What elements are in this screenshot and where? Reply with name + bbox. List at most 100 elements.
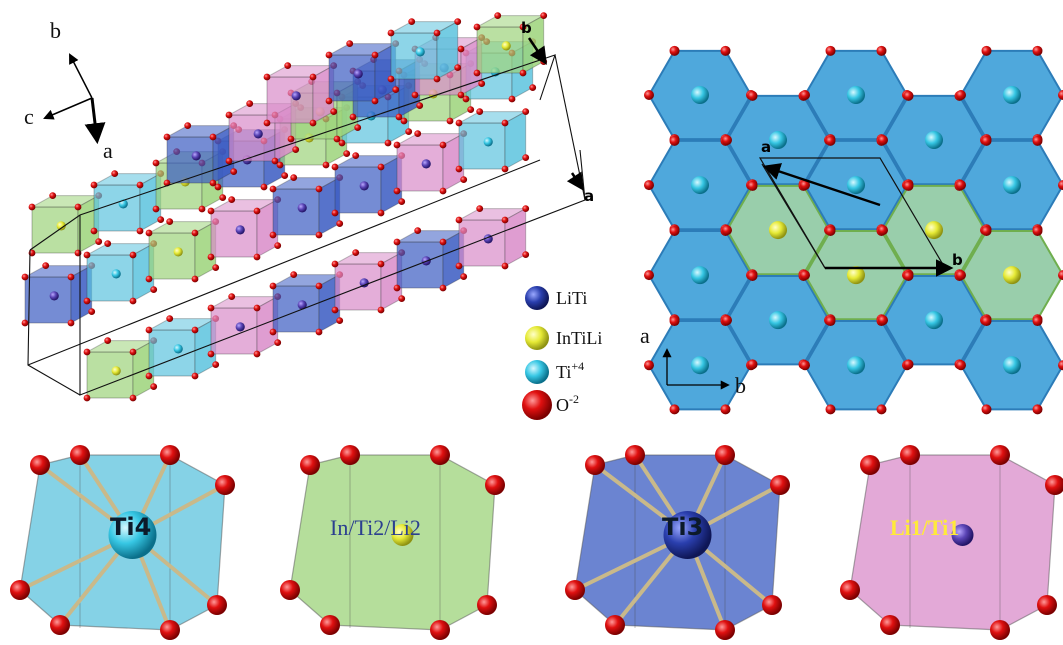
polyhedron-front-face <box>396 241 444 289</box>
oxygen-atom <box>315 328 323 336</box>
oxygen-cluster <box>669 225 680 236</box>
oxygen-atom <box>625 445 645 465</box>
oxygen-cluster <box>1058 360 1063 371</box>
oxygen-atom <box>377 209 385 217</box>
oxygen-cluster <box>876 404 887 415</box>
cyan-polyhedron <box>90 170 165 235</box>
hex-cell-b-label: b <box>952 251 963 269</box>
oxygen-atom <box>145 229 153 237</box>
central-atom <box>108 511 157 559</box>
oxygen-atom <box>605 615 625 635</box>
oxygen-atom <box>281 172 289 180</box>
oxygen-atom <box>371 51 379 59</box>
hexagon-center-atom <box>691 176 709 195</box>
oxygen-cluster <box>956 360 966 371</box>
oxygen-atom <box>393 284 401 292</box>
oxygen-atom <box>160 620 180 640</box>
oxygen-atom <box>284 62 292 70</box>
oxygen-atom <box>309 73 317 81</box>
oxygen-cluster <box>644 90 654 100</box>
blue-polyhedron <box>325 40 400 105</box>
oxygen-cluster <box>981 135 992 146</box>
oxygen-atom <box>457 45 465 53</box>
oxygen-atom <box>83 251 91 259</box>
blue-polyhedron <box>269 271 344 336</box>
oxygen-atom <box>565 580 585 600</box>
hex-axis-b-label: b <box>735 373 746 398</box>
oxygen-atom <box>325 97 333 105</box>
hexagon-center-atom <box>847 356 865 375</box>
oxygen-atom <box>322 161 330 169</box>
oxygen-atom <box>228 293 236 301</box>
polyhedron-center-atom <box>297 203 307 213</box>
oxygen-atom <box>416 102 424 110</box>
oxygen-atom <box>269 231 277 239</box>
legend-swatch <box>522 390 552 420</box>
oxygen-atom <box>455 165 463 173</box>
oxygen-atom <box>315 185 323 193</box>
polyhedron-label: In/Ti2/Li2 <box>330 515 421 540</box>
hexagon-center-atom <box>1003 356 1021 375</box>
hexagon-center-atom <box>1003 266 1021 285</box>
oxygen-atom <box>207 304 215 312</box>
oxygen-atom <box>212 361 220 369</box>
oxygen-atom <box>522 154 530 162</box>
oxygen-atom <box>762 595 782 615</box>
oxygen-atom <box>336 317 344 325</box>
oxygen-atom <box>393 141 401 149</box>
oxygen-cluster <box>747 180 758 191</box>
green-polyhedron <box>28 192 103 257</box>
oxygen-atom <box>585 455 605 475</box>
oxygen-cluster <box>800 360 810 371</box>
oxygen-atom <box>67 319 75 327</box>
polyhedron-center-atom <box>111 366 121 376</box>
oxygen-atom <box>384 139 392 147</box>
oxygen-cluster <box>878 135 888 146</box>
oxygen-cluster <box>1032 45 1043 56</box>
hexagon-center-atom <box>925 131 943 150</box>
oxygen-atom <box>439 238 447 246</box>
oxygen-atom <box>392 86 400 94</box>
cell-b-label: b <box>521 19 532 37</box>
oxygen-atom <box>387 75 395 83</box>
oxygen-cluster <box>747 359 758 370</box>
oxygen-atom <box>129 297 137 305</box>
oxygen-atom <box>501 216 509 224</box>
polyhedron-front-face <box>210 307 258 355</box>
oxygen-atom <box>508 95 516 103</box>
oxygen-atom <box>840 580 860 600</box>
oxygen-atom <box>433 75 441 83</box>
oxygen-atom <box>455 119 463 127</box>
oxygen-atom <box>160 445 180 465</box>
oxygen-cluster <box>644 360 654 371</box>
oxygen-atom <box>42 262 50 270</box>
oxygen-atom <box>214 183 222 191</box>
polyhedron-label: Li1/Ti1 <box>890 515 959 540</box>
polyhedron-center-atom <box>297 300 307 310</box>
oxygen-atom <box>95 238 103 246</box>
left-axes: b c a <box>24 18 113 163</box>
oxygen-atom <box>292 146 300 154</box>
legend-item: Ti+4 <box>525 359 584 384</box>
oxygen-atom <box>343 150 351 158</box>
oxygen-atom <box>331 260 339 268</box>
oxygen-atom <box>770 475 790 495</box>
blue-polyhedron <box>393 227 468 292</box>
oxygen-atom <box>408 18 416 26</box>
oxygen-atom <box>485 475 505 495</box>
legend-label-text: O <box>556 395 569 415</box>
oxygen-atom <box>74 203 82 211</box>
oxygen-atom <box>395 113 403 121</box>
oxygen-atom <box>300 455 320 475</box>
oxygen-atom <box>522 205 530 213</box>
oxygen-atom <box>315 282 323 290</box>
oxygen-atom <box>494 12 502 20</box>
oxygen-cluster <box>903 270 914 281</box>
oxygen-atom <box>900 445 920 465</box>
oxygen-atom <box>191 372 199 380</box>
polyhedron-center-atom <box>421 159 431 169</box>
polyhedron-center-atom <box>173 247 183 257</box>
oxygen-cluster <box>981 404 992 415</box>
oxygen-cluster <box>1032 316 1043 327</box>
